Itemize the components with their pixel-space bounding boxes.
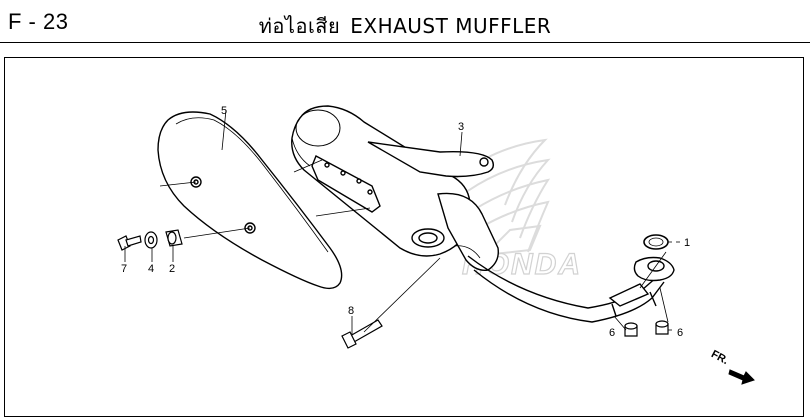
figure-code: F - 23 xyxy=(8,9,69,34)
callout-5: 5 xyxy=(221,105,227,117)
exhaust-gasket xyxy=(643,234,669,250)
callout-2: 2 xyxy=(169,263,175,275)
callout-3: 3 xyxy=(458,121,464,133)
callout-8: 8 xyxy=(348,305,354,317)
header-divider xyxy=(0,42,810,43)
joint-nut-right xyxy=(655,320,669,335)
callout-1: 1 xyxy=(684,237,690,249)
front-arrow-icon xyxy=(728,369,755,385)
muffler-body xyxy=(291,105,499,271)
callout-7: 7 xyxy=(121,263,127,275)
callout-6-right: 6 xyxy=(677,327,683,339)
front-direction-indicator: FR. xyxy=(709,348,755,385)
protector-washer xyxy=(144,231,158,249)
figure-title: ท่อไอเสีย EXHAUST MUFFLER xyxy=(0,10,810,42)
callout-6-left: 6 xyxy=(609,327,615,339)
protector-rubber xyxy=(165,229,183,247)
protector-bolt xyxy=(117,235,142,251)
leader-lines xyxy=(124,109,680,334)
joint-nut-left xyxy=(624,322,638,337)
callout-4: 4 xyxy=(148,263,154,275)
gasket-inner-ring xyxy=(648,237,664,247)
exhaust-pipe xyxy=(467,255,665,323)
fr-label: FR. xyxy=(709,348,730,367)
mounting-bolt xyxy=(341,319,383,349)
diagram-frame xyxy=(4,57,804,417)
title-thai: ท่อไอเสีย xyxy=(258,14,341,38)
title-english: EXHAUST MUFFLER xyxy=(350,14,552,38)
